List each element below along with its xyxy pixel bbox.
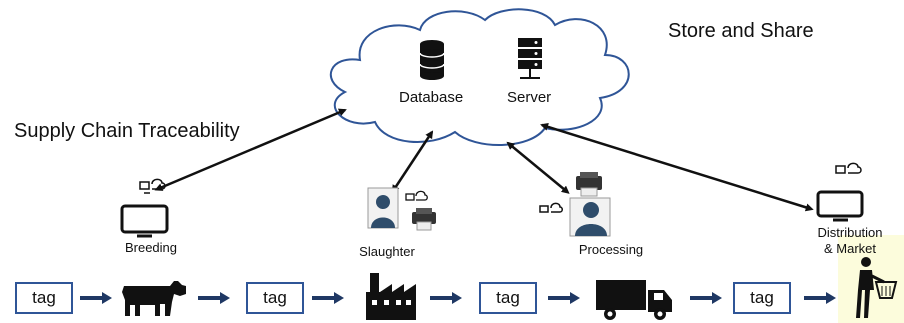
- server-label: Server: [507, 89, 552, 106]
- monitor-cloud-icon: [120, 178, 169, 238]
- cow-icon: [122, 281, 186, 316]
- tag-box: tag: [479, 282, 537, 314]
- stage-label-distribution: Distribution & Market: [817, 225, 883, 256]
- tag-box: tag: [15, 282, 73, 314]
- monitor-cloud-icon: [816, 162, 864, 222]
- cloud-connections: [154, 108, 814, 212]
- traceability-title: Supply Chain Traceability: [14, 120, 240, 142]
- person-printer-icon: [367, 187, 436, 231]
- tag-box: tag: [733, 282, 791, 314]
- factory-icon: [366, 273, 416, 320]
- database-icon: [419, 40, 445, 80]
- server-icon: [518, 38, 542, 79]
- stage-label-breeding: Breeding: [124, 240, 178, 255]
- store-share-title: Store and Share: [668, 20, 814, 42]
- truck-icon: [596, 280, 672, 320]
- person-printer-icon: [539, 172, 611, 237]
- stage-label-slaughter: Slaughter: [359, 244, 415, 259]
- shopper-icon: [838, 235, 904, 323]
- tag-box: tag: [246, 282, 304, 314]
- database-label: Database: [399, 89, 464, 106]
- cloud-shape: [329, 8, 630, 147]
- flow-arrows: [80, 292, 836, 304]
- stage-label-processing: Processing: [578, 242, 644, 257]
